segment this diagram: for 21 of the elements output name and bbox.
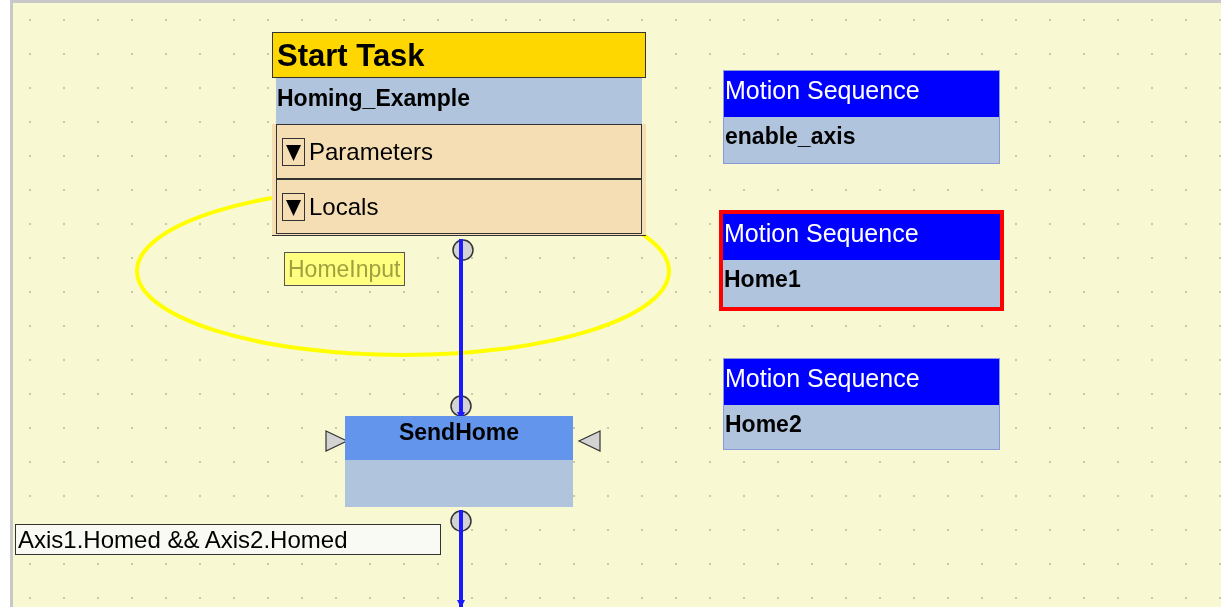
collapsible-section <box>276 179 642 234</box>
edge-label: HomeInput <box>284 252 405 286</box>
sequence-name: enable_axis <box>725 122 856 151</box>
task-name: Homing_Example <box>276 78 642 124</box>
edge-label: Axis1.Homed && Axis2.Homed <box>15 524 441 555</box>
step-block <box>345 416 573 507</box>
sequence-name: Home1 <box>724 265 801 294</box>
motion-sequence-block <box>719 210 1004 311</box>
sequence-header: Motion Sequence <box>724 71 999 117</box>
connector-arrow <box>457 510 465 607</box>
motion-sequence-block <box>723 70 1000 164</box>
start-task-block <box>272 32 646 236</box>
sequence-header: Motion Sequence <box>724 359 999 405</box>
section-label: Locals <box>309 192 379 222</box>
sequence-name: Home2 <box>725 410 802 439</box>
step-header: SendHome <box>345 416 573 460</box>
task-header: Start Task <box>272 32 646 78</box>
sequence-header: Motion Sequence <box>723 214 1000 260</box>
motion-sequence-block <box>723 358 1000 450</box>
section-label: Parameters <box>309 137 434 167</box>
collapsible-section <box>276 124 642 179</box>
